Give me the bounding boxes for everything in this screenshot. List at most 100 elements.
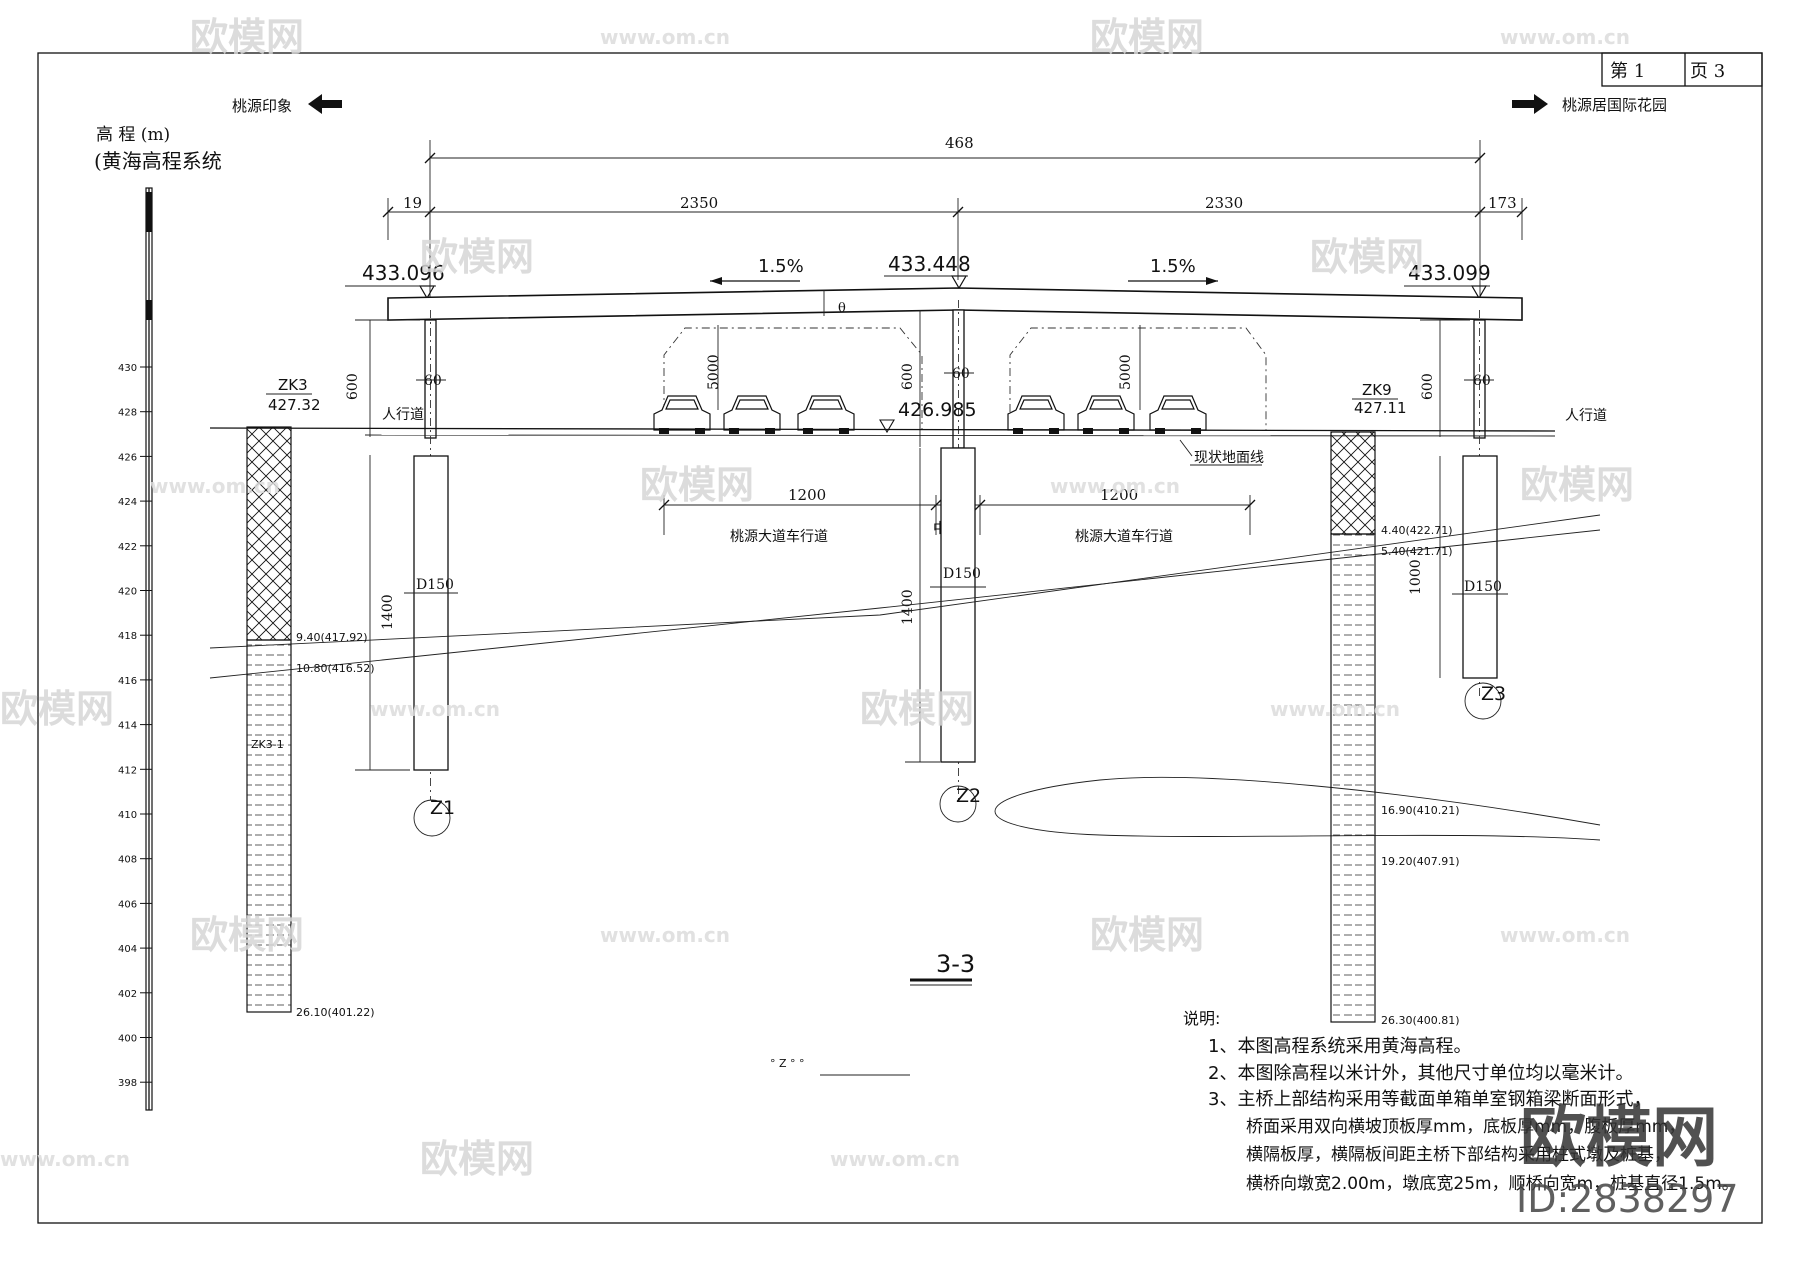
dim-total: 468 [945,134,974,152]
pier-height-3: 600 [1420,373,1436,400]
dimension-spans: 19 2350 2330 173 [382,194,1528,280]
elevation-tick-label: 428 [118,408,137,419]
elevation-tick-label: 404 [118,944,137,955]
car-icon [1077,395,1135,431]
car-wheel [1191,428,1201,434]
lane-right-width: 1200 [1100,486,1138,504]
car-icon [797,395,855,431]
zk9-layer-3: 16.90(410.21) [1381,804,1460,817]
pier-height-2: 600 [900,363,916,390]
deck-elev-left: 433.096 [362,261,445,285]
watermark-url: www.om.cn [370,697,500,721]
zk9-layer-5: 26.30(400.81) [1381,1014,1460,1027]
car-wheel [1013,428,1023,434]
watermark-brand: 欧模网 [420,1137,534,1181]
borehole-zk9-name: ZK9 [1362,381,1392,399]
watermark-logo: 欧模网 ID:2838297 [1516,1099,1739,1221]
road-elevation: 426.985 [898,399,977,421]
zk3-layer-3: 26.10(401.22) [296,1006,375,1019]
watermark-url: www.om.cn [1270,697,1400,721]
small-mark: ° Z ° ° [770,1057,805,1070]
direction-left: 桃源印象 [232,94,342,115]
direction-right-label: 桃源居国际花园 [1562,96,1667,114]
dim-span-right: 2330 [1205,194,1243,212]
dimension-total: 468 [424,134,1486,300]
lane-right-label: 桃源大道车行道 [1075,528,1173,545]
page-number-block: 第 1 页 3 [1601,52,1763,87]
section-title: 3-3 ° Z ° ° [770,950,975,1076]
arrow-right-icon [1512,94,1548,114]
section-label: 3-3 [936,950,975,978]
watermark-brand: 欧模网 [420,235,534,279]
pier-labels: Z1 Z2 Z3 [413,682,1506,837]
piles: 1400 1400 1000 D150 D150 D150 [355,447,1508,771]
pile-length-1: 1400 [380,594,396,630]
zk3-layer-1: 9.40(417.92) [296,631,368,644]
elevation-tick-label: 412 [118,765,137,776]
notes-line-1: 1、本图高程系统采用黄海高程。 [1208,1036,1471,1057]
direction-right: 桃源居国际花园 [1512,94,1667,114]
car-icon [1007,395,1065,431]
watermark-brand: 欧模网 [1520,463,1634,507]
clearance-envelopes: 5000 5000 [663,325,1267,430]
elevation-tick-label: 422 [118,542,137,553]
car-wheel [1049,428,1059,434]
car-wheel [839,428,849,434]
dim-span-left: 2350 [680,194,718,212]
watermark-brand: 欧模网 [860,687,974,731]
watermark-id: ID:2838297 [1516,1177,1739,1221]
page-number: 第 1 [1610,61,1645,82]
arrow-left-icon [308,94,342,114]
elevation-tick-label: 408 [118,855,137,866]
zk3-sample: ZK3-1 [251,738,284,751]
elevation-ticks: 4304284264244224204184164144124104084064… [118,192,152,1089]
elevation-tick-label: 420 [118,587,137,598]
borehole-zk3-name: ZK3 [278,376,308,394]
zk3-layer-2: 10.80(416.52) [296,662,375,675]
watermark-url: www.om.cn [830,1147,960,1171]
clearance-right: 5000 [1118,354,1134,390]
watermark-url: www.om.cn [150,474,280,498]
pile-dia-3: D150 [1464,579,1502,595]
watermark-brand: 欧模网 [1090,913,1204,957]
pier-width-1: 60 [424,373,442,389]
notes-line-6: 横桥向墩宽2.00m，墩底宽25m，顺桥向宽m，桩基直径1.5m。 [1246,1174,1739,1194]
dim-right-edge: 173 [1488,194,1517,212]
pile-length-2: 1400 [900,589,916,625]
pier-height-1: 600 [345,373,361,400]
elevation-tick-label: 416 [118,676,137,687]
drawing-frame [37,52,1763,1224]
sidewalk-right: 人行道 [1565,408,1607,424]
road-ground: 人行道 人行道 426.985 现状地面线 [209,399,1607,466]
elevation-tick-label: 430 [118,363,137,374]
pier-width-2: 60 [952,366,970,382]
watermark-brand: 欧模网 [1310,235,1424,279]
watermark-brand: 欧模网 [0,687,114,731]
watermark-url: www.om.cn [600,25,730,49]
watermarks: 欧模网 www.om.cn 欧模网 www.om.cn 欧模网 欧模网 欧模网 … [0,15,1634,1181]
watermark-url: www.om.cn [1500,25,1630,49]
elevation-tick-label: 400 [118,1034,137,1045]
elevation-tick-label: 410 [118,810,137,821]
watermark-url: www.om.cn [1050,474,1180,498]
elevation-axis-title: 高 程 (m) [96,125,170,145]
notes-line-5: 横隔板厚，横隔板间距主桥下部结构采用柱式墩及桩基， [1246,1145,1671,1165]
elevation-tick-label: 424 [118,497,137,508]
watermark-brand: 欧模网 [190,15,304,59]
girder-depth: θ [838,301,846,316]
elevation-tick-label: 402 [118,989,137,1000]
car-wheel [1083,428,1093,434]
dim-left-edge: 19 [403,194,422,212]
borehole-zk9: ZK9 427.11 4.40(422.71) 5.40(421.71) 16.… [1330,381,1460,1027]
borehole-zk3-elev: 427.32 [268,396,321,414]
car-wheel [659,428,669,434]
lane-left-label: 桃源大道车行道 [730,528,828,545]
deck-elevations: 433.096 433.448 433.099 1.5% 1.5% [345,252,1491,300]
borehole-zk3: ZK3 427.32 9.40(417.92) 10.80(416.52) 26… [246,376,375,1019]
notes-heading: 说明: [1183,1009,1220,1028]
vehicles [653,395,1207,434]
pier-width-3: 60 [1473,373,1491,389]
watermark-brand: 欧模网 [1090,15,1204,59]
deck-elev-mid: 433.448 [888,252,971,276]
